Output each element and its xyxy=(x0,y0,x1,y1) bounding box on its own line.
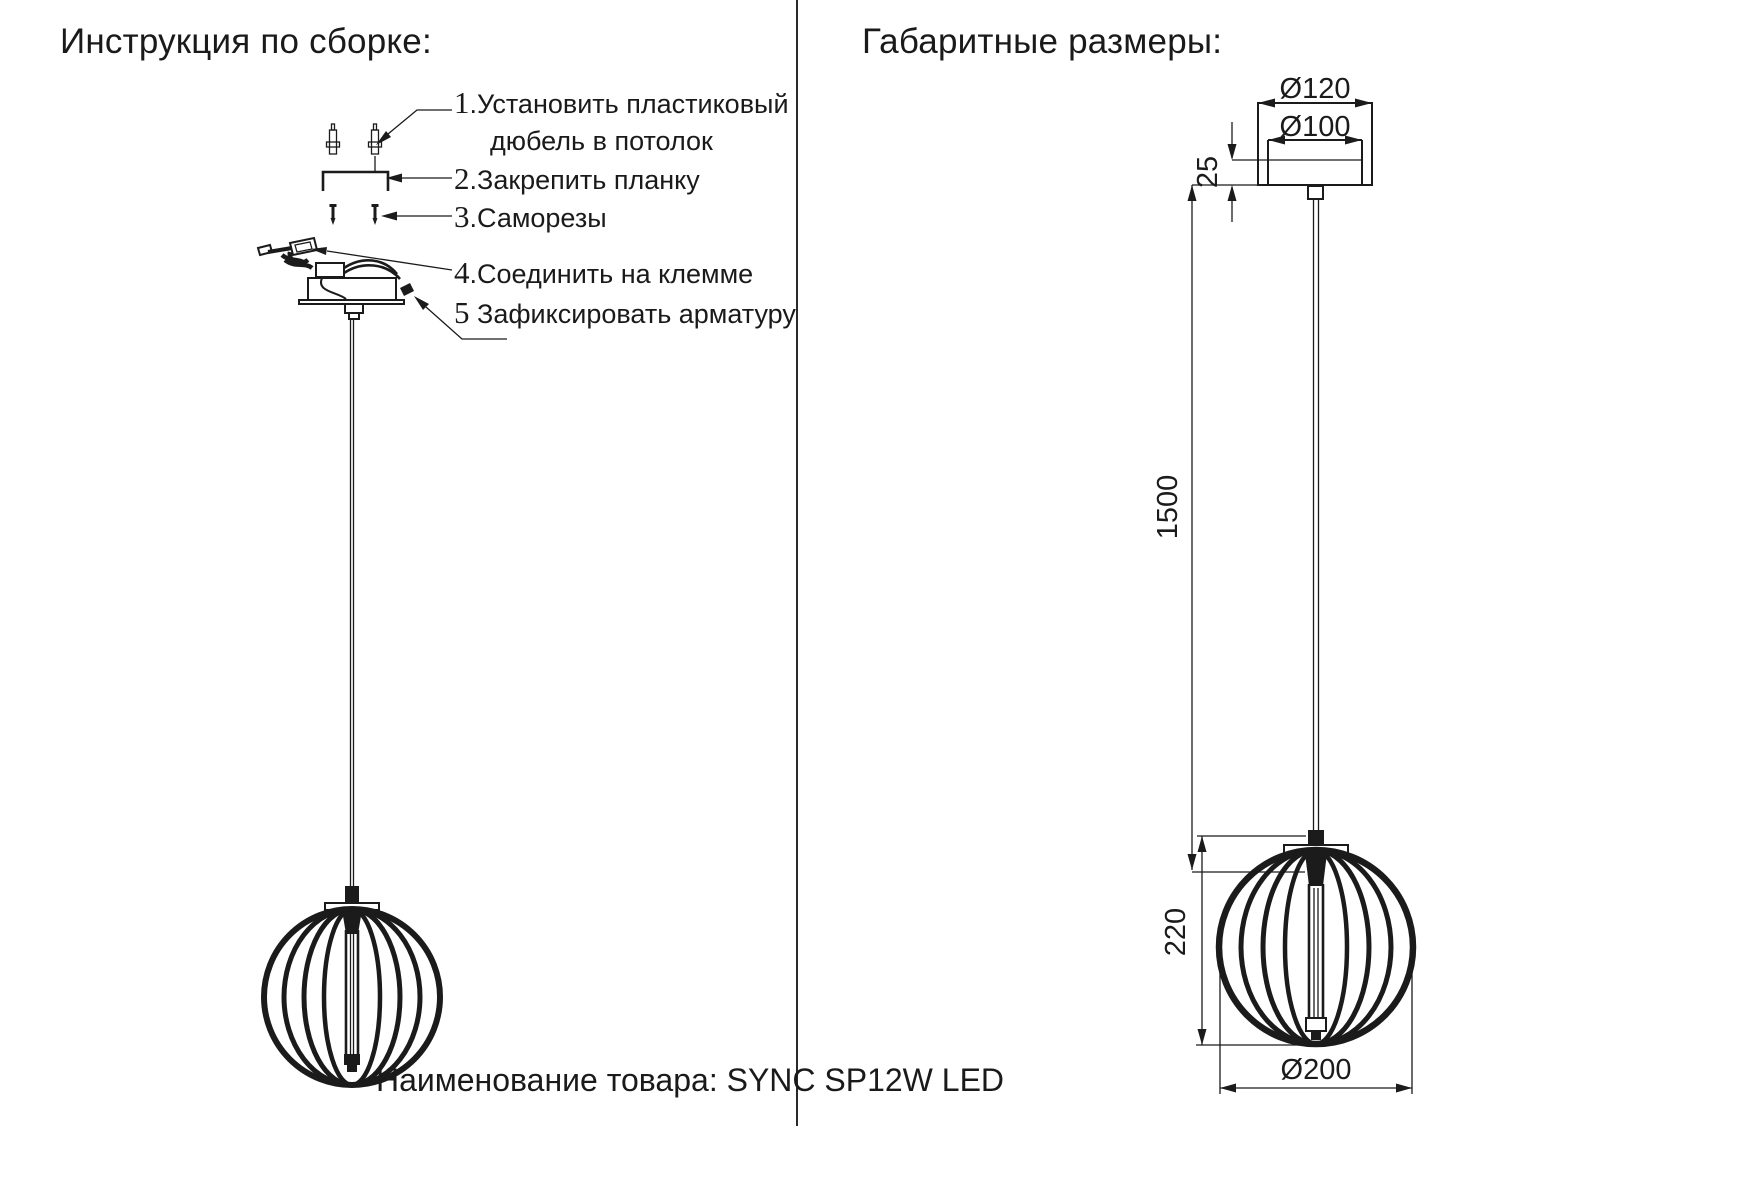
assembly-title: Инструкция по сборке: xyxy=(60,22,432,61)
dim-label-height-220: 220 xyxy=(1160,908,1192,956)
step-number: 1 xyxy=(454,85,470,120)
dim-label-diameter-200: Ø200 xyxy=(1281,1054,1352,1086)
fixing-screw xyxy=(400,283,414,296)
dimensions-title: Габаритные размеры: xyxy=(862,22,1223,61)
step-text: Зафиксировать арматуру xyxy=(477,299,796,329)
instruction-item-5: 5 Зафиксировать арматуру xyxy=(454,294,796,332)
step-number: 2 xyxy=(454,161,470,196)
screws xyxy=(329,204,379,225)
terminal-block-assembly xyxy=(256,236,401,280)
step-text: Установить пластиковый xyxy=(477,89,789,119)
product-caption: Наименование товара: SYNC SP12W LED xyxy=(375,1062,1005,1098)
dimensions-figure: Ø120 Ø100 25 1500 220 Ø200 xyxy=(1152,73,1417,1094)
step-text: Саморезы xyxy=(477,203,607,233)
instruction-item-1: 1.Установить пластиковый дюбель в потоло… xyxy=(454,84,789,160)
dimension-labels: Ø120 Ø100 25 1500 220 Ø200 xyxy=(1152,73,1351,1086)
panel-divider xyxy=(796,0,798,1126)
step-number: 5 xyxy=(454,295,470,330)
assembly-figure xyxy=(256,109,507,1088)
step-number: 4 xyxy=(454,255,470,290)
pendant-shade xyxy=(1215,830,1417,1048)
mounting-strap xyxy=(321,156,390,191)
suspension-wire xyxy=(349,319,355,886)
step-text: Закрепить планку xyxy=(477,165,700,195)
dim-label-diameter-100: Ø100 xyxy=(1280,111,1351,143)
step-text-line2: дюбель в потолок xyxy=(490,126,713,156)
step-number: 3 xyxy=(454,199,470,234)
instruction-item-4: 4.Соединить на клемме xyxy=(454,255,754,290)
instruction-item-3: 3.Саморезы xyxy=(454,199,607,234)
ceiling-canopy xyxy=(298,277,414,320)
dim-label-diameter-120: Ø120 xyxy=(1280,73,1351,105)
dim-label-height-25: 25 xyxy=(1192,156,1224,188)
step-text: Соединить на клемме xyxy=(477,259,754,289)
dim-label-length-1500: 1500 xyxy=(1152,475,1184,540)
plastic-dowels xyxy=(325,123,383,155)
suspension-wire xyxy=(1312,199,1320,831)
dimension-lines xyxy=(1187,98,1413,1094)
pendant-shade xyxy=(261,886,443,1088)
instruction-item-2: 2.Закрепить планку xyxy=(454,161,700,196)
leader-lines xyxy=(311,109,507,340)
